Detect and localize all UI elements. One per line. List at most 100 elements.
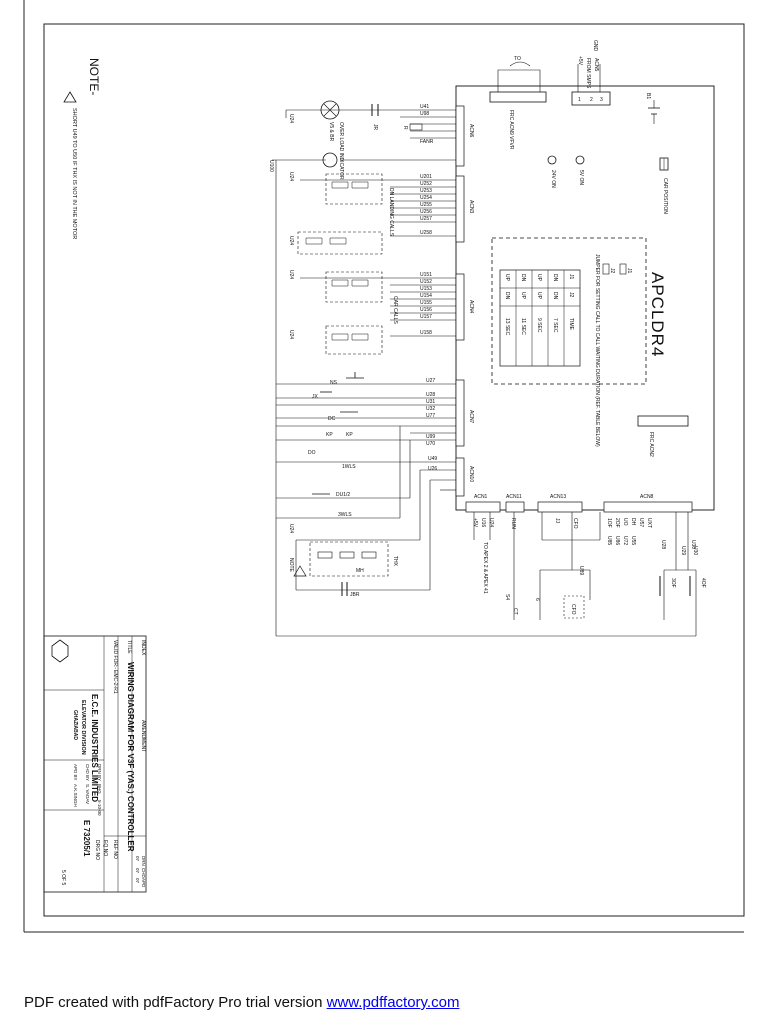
acn10-signals: U49 U26 <box>428 456 437 472</box>
svg-text:5 OF 5: 5 OF 5 <box>60 870 66 886</box>
board-title: APCLDR4 <box>648 272 667 357</box>
svg-text:DC: DC <box>328 416 336 422</box>
svg-text:U155: U155 <box>420 300 432 306</box>
acn4-signals: U151 U152 U153 U154 U155 U156 U157 U158 <box>420 272 432 336</box>
svg-text:U89: U89 <box>578 566 584 575</box>
svg-text:24V ON: 24V ON <box>550 170 556 188</box>
svg-text:E.C.E. INDUSTRIES LIMITED: E.C.E. INDUSTRIES LIMITED <box>90 694 99 802</box>
svg-text:TITLE: TITLE <box>126 640 132 654</box>
svg-text:2OF: 2OF <box>614 518 620 528</box>
frc-acn2-connector <box>637 415 689 427</box>
u24-labels: U24 U24 U24 U24 U24 U24 U100 <box>268 114 294 533</box>
svg-text:U257: U257 <box>420 216 432 222</box>
note-triangle-icon <box>63 91 77 103</box>
svg-text:ACN3: ACN3 <box>468 200 474 214</box>
svg-text:DH: DH <box>630 518 636 526</box>
acn5-smps-connector <box>571 91 611 106</box>
svg-text:ACN10: ACN10 <box>468 466 474 482</box>
svg-text:U86: U86 <box>614 536 620 545</box>
svg-text:FRC ACN9 VFVR: FRC ACN9 VFVR <box>508 110 514 150</box>
svg-text:U77: U77 <box>426 413 435 419</box>
svg-text:U151: U151 <box>420 272 432 278</box>
drawing-sheet: NOTE- SHORT U49 TO U50 IF THX IS NOT IN … <box>23 0 745 933</box>
svg-text:ACN11: ACN11 <box>506 494 522 500</box>
svg-text:DU1/2: DU1/2 <box>336 492 350 498</box>
svg-text:2: 2 <box>590 97 593 103</box>
svg-text:U253: U253 <box>420 188 432 194</box>
led-24v-icon <box>547 155 557 165</box>
jumper-j1-icon <box>619 263 627 275</box>
overload-indicator: OVER LOAD INDICATOR V5 & BR JR R <box>320 100 423 180</box>
footer-link[interactable]: www.pdffactory.com <box>326 994 460 1011</box>
svg-text:U31: U31 <box>426 399 435 405</box>
svg-text:11 SEC: 11 SEC <box>520 318 526 335</box>
acn6-connector: ACN6 <box>455 105 474 167</box>
acn4-connector: ACN4 <box>455 273 474 341</box>
svg-text:DN: DN <box>552 274 558 282</box>
acn8-connector: ACN8 <box>603 494 693 513</box>
svg-text:07: 07 <box>135 856 140 862</box>
svg-text:1: 1 <box>578 97 581 103</box>
jumper-table: J1 J2 TIME DN DN 7 SEC UP UP 9 SEC DN UP… <box>499 269 581 367</box>
svg-text:S4: S4 <box>504 594 510 600</box>
footer-text: PDF created with pdfFactory Pro trial ve… <box>24 994 327 1011</box>
title-block: INDEX AMENDMENT TITLE WIRING DIAGRAM FOR… <box>43 635 147 893</box>
svg-text:TO: TO <box>514 56 521 62</box>
acn6-signals: U41 U98 FANR <box>420 104 434 145</box>
svg-text:THX: THX <box>392 556 398 567</box>
car-calls-label: CAR CALLS <box>392 296 398 324</box>
svg-text:CHD: CHD <box>141 868 146 878</box>
svg-text:1OF: 1OF <box>606 518 612 528</box>
svg-text:U157: U157 <box>420 314 432 320</box>
svg-text:+5V: +5V <box>472 518 478 528</box>
acn7-switches: NS JX DC KP KP DO 1WLS DU1/2 3WLS <box>308 372 364 518</box>
svg-text:V5 & BR: V5 & BR <box>328 122 334 142</box>
svg-text:ACN4: ACN4 <box>468 300 474 314</box>
svg-text:U57: U57 <box>638 518 644 527</box>
apcldr4-board <box>455 85 715 511</box>
landing-calls-group: DN LANDING CALLS <box>297 173 394 255</box>
svg-text:U154: U154 <box>420 293 432 299</box>
svg-text:FANR: FANR <box>420 139 434 145</box>
svg-text:U32: U32 <box>426 406 435 412</box>
frc-acn9-connector <box>489 91 547 103</box>
acn1-connector: ACN1 <box>465 494 501 513</box>
svg-text:UP: UP <box>536 292 542 300</box>
svg-text:U24: U24 <box>288 114 294 123</box>
svg-text:A.K.SINGH: A.K.SINGH <box>73 784 78 807</box>
svg-text:RUN: RUN <box>510 518 516 529</box>
svg-text:B1: B1 <box>645 93 651 99</box>
svg-text:UO: UO <box>622 518 628 526</box>
svg-text:CT: CT <box>512 608 518 615</box>
svg-text:1WLS: 1WLS <box>342 464 356 470</box>
svg-text:U258: U258 <box>420 230 432 236</box>
svg-text:U99: U99 <box>426 434 435 440</box>
svg-text:APD: APD <box>141 878 146 888</box>
svg-text:INDEX: INDEX <box>140 640 146 656</box>
svg-text:CFO: CFO <box>570 604 576 615</box>
svg-text:UP: UP <box>520 292 526 300</box>
svg-text:TO APEX 2 & APEX 41: TO APEX 2 & APEX 41 <box>482 542 488 594</box>
acn8-signals: 1OF 2OF UO DH U57 UXT U85 U86 U72 U55 U2… <box>606 518 696 549</box>
svg-text:U152: U152 <box>420 279 432 285</box>
svg-text:JBR: JBR <box>350 592 360 598</box>
svg-text:+5V: +5V <box>577 56 583 66</box>
svg-text:6: 6 <box>534 598 540 601</box>
jt-header-j1: J1 <box>568 274 574 280</box>
jumper-note: JUMPER FOR SETTING CALL TO CALL WAITING … <box>594 254 600 447</box>
svg-text:U24: U24 <box>288 236 294 245</box>
svg-text:U24: U24 <box>288 172 294 181</box>
svg-text:FROM SMPS: FROM SMPS <box>585 58 591 89</box>
svg-text:EQ NO: EQ NO <box>102 840 108 856</box>
svg-text:U24: U24 <box>288 330 294 339</box>
pdf-footer: PDF created with pdfFactory Pro trial ve… <box>24 994 459 1011</box>
svg-text:U28: U28 <box>426 392 435 398</box>
svg-text:U256: U256 <box>420 209 432 215</box>
svg-text:U98: U98 <box>420 111 429 117</box>
svg-text:U27: U27 <box>426 378 435 384</box>
svg-text:U158: U158 <box>420 330 432 336</box>
svg-text:ACN1: ACN1 <box>474 494 488 500</box>
svg-text:J2: J2 <box>609 268 615 274</box>
svg-text:KP: KP <box>346 432 353 438</box>
svg-text:MH: MH <box>356 568 364 574</box>
